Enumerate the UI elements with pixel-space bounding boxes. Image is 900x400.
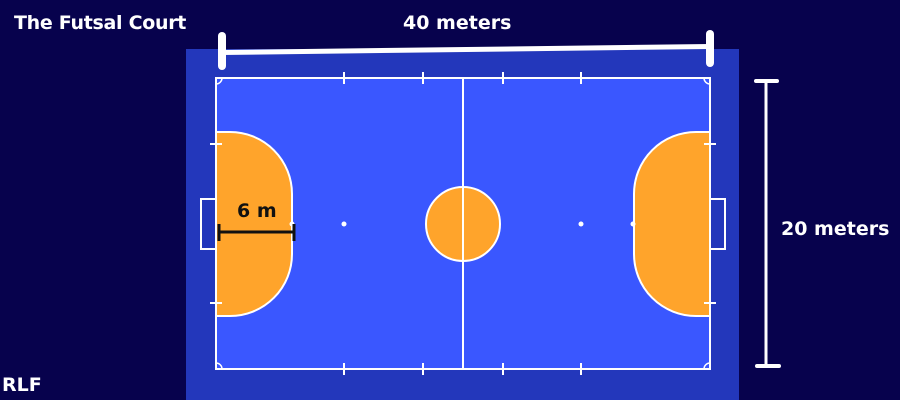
left-goal — [200, 198, 217, 250]
height-dimension-bar — [754, 79, 781, 368]
credit-label: RLF — [2, 374, 42, 396]
corner-arc — [215, 77, 223, 85]
right-penalty-area — [633, 131, 711, 317]
court-width-label: 40 meters — [403, 12, 512, 34]
corner-arc — [215, 362, 223, 370]
width-dimension-bar — [218, 30, 714, 70]
penalty-radius-measure — [217, 224, 296, 241]
corner-arc — [703, 77, 711, 85]
penalty-radius-label: 6 m — [237, 200, 277, 222]
diagram-title: The Futsal Court — [14, 12, 187, 34]
substitution-zone-marks — [210, 72, 716, 375]
right-second-penalty-mark — [578, 221, 584, 227]
left-second-penalty-mark — [341, 221, 347, 227]
court-height-label: 20 meters — [781, 218, 890, 240]
right-goal — [709, 198, 726, 250]
left-penalty-area — [215, 131, 293, 317]
right-penalty-mark — [630, 221, 636, 227]
corner-arc — [703, 362, 711, 370]
